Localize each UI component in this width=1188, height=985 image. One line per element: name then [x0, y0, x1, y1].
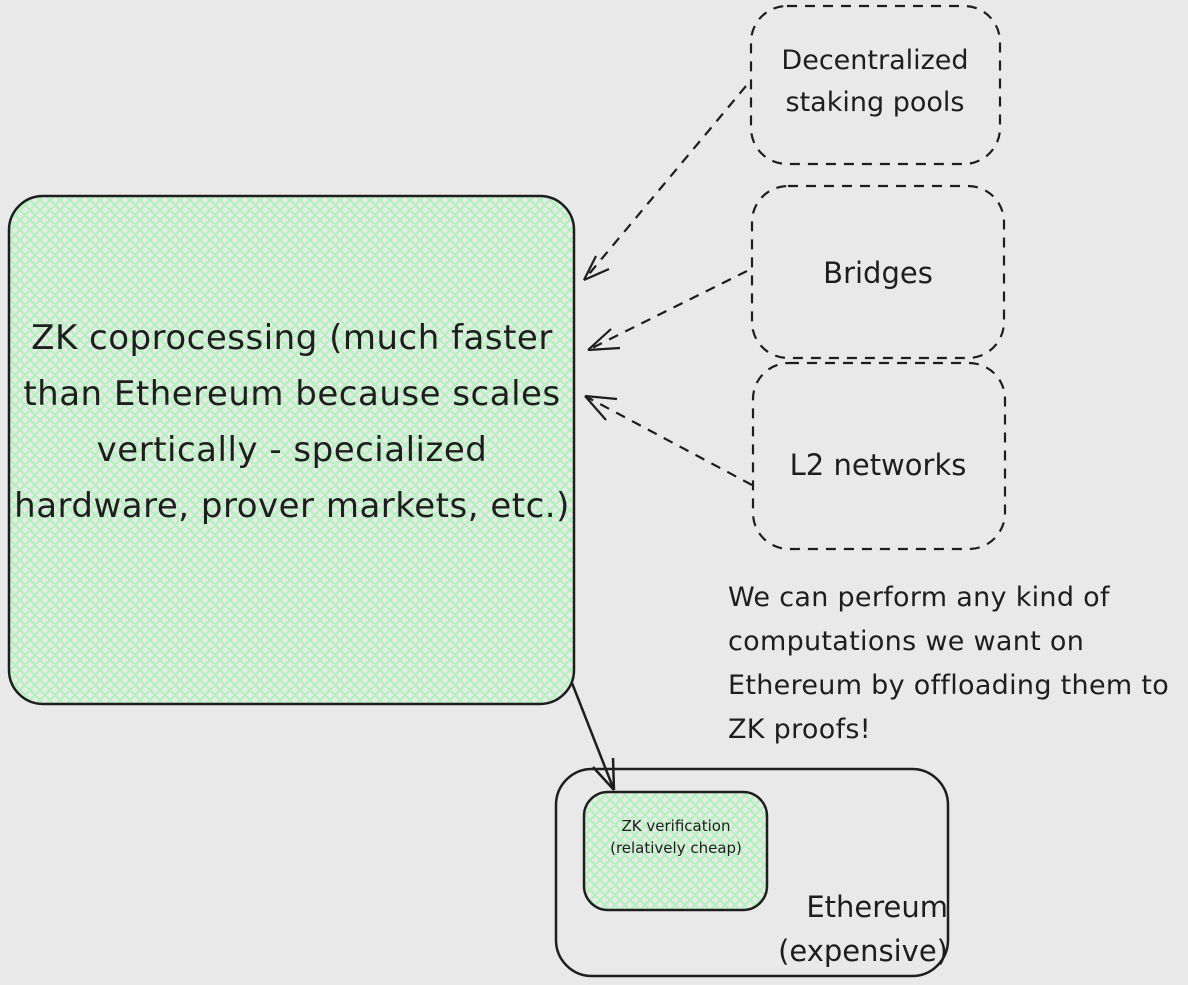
- annotation-note: We can perform any kind of computations …: [728, 582, 1170, 745]
- zk-verification-label: ZK verification (relatively cheap): [610, 817, 742, 857]
- arrow-coprocessing-to-verification: [570, 682, 616, 791]
- arrow-bridges-to-coprocessing: [587, 270, 748, 352]
- staking-pools-node[interactable]: [749, 4, 1002, 166]
- arrow-l2-to-coprocessing: [584, 394, 753, 486]
- ethereum-node[interactable]: [554, 767, 950, 978]
- l2-networks-node[interactable]: [751, 361, 1007, 551]
- zk-coprocessing-label: ZK coprocessing (much faster than Ethere…: [14, 318, 570, 526]
- l2-networks-label: L2 networks: [789, 448, 967, 482]
- ethereum-label: Ethereum (expensive): [778, 890, 948, 968]
- zk-verification-node[interactable]: [582, 790, 769, 912]
- arrow-staking-to-coprocessing: [583, 85, 747, 282]
- bridges-label: Bridges: [823, 256, 933, 290]
- staking-pools-label: Decentralized staking pools: [781, 45, 969, 118]
- zk-coprocessing-node[interactable]: [7, 194, 576, 706]
- bridges-node[interactable]: [750, 184, 1006, 360]
